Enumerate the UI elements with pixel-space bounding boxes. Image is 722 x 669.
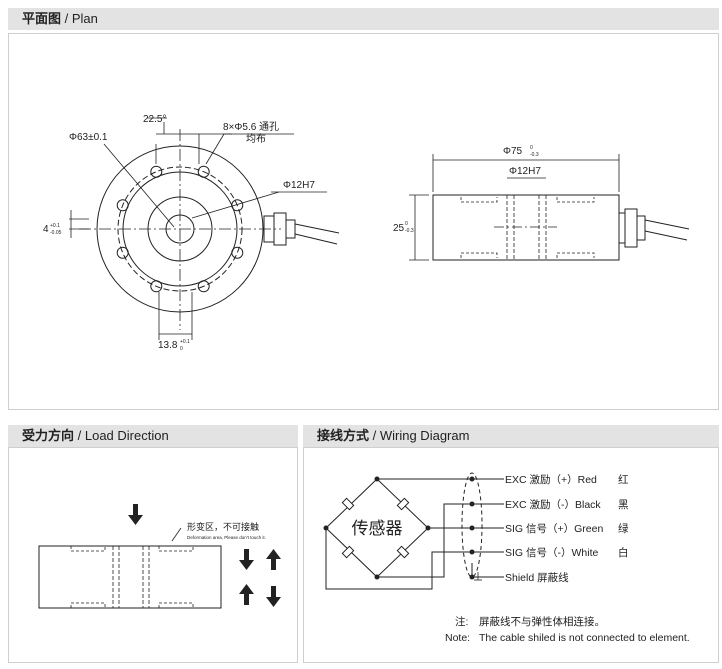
plan-header: 平面图 / Plan — [8, 8, 719, 30]
dim-angle: 22.5° — [143, 114, 166, 125]
sensor-label: 传感器 — [352, 519, 403, 539]
note-cn: 屏蔽线不与弹性体相连接。 — [479, 615, 605, 628]
wiring-title-cn: 接线方式 — [317, 428, 370, 443]
wire-color-4: 白 — [618, 546, 629, 559]
wire-label-5: Shield 屏蔽线 — [505, 571, 569, 584]
dim-side-dia: Φ75 — [503, 146, 523, 157]
plan-title-cn: 平面图 — [22, 11, 62, 26]
dim-outer-dia: Φ63±0.1 — [69, 132, 108, 143]
front-view — [69, 117, 340, 340]
arrow-down-icon — [266, 586, 281, 607]
plan-panel: Φ63±0.1 22.5° 8×Φ5.6 通孔 均布 Φ12H7 4 +0.1 … — [8, 33, 719, 410]
note-cn-label: 注: — [455, 615, 468, 628]
dim-bore: Φ12H7 — [283, 180, 315, 191]
wire-label-2: EXC 激励（-）Black — [505, 498, 601, 511]
wiring-panel: 传感器 EXC 激励（+）Red 红 EXC 激励（-）Black 黑 SIG … — [303, 447, 719, 663]
load-note-en: Deformation area, Please don't touch it. — [187, 535, 266, 540]
dim-holes-note: 均布 — [246, 133, 266, 145]
load-arrows — [128, 504, 281, 607]
load-title-cn: 受力方向 — [22, 428, 75, 443]
load-note-cn: 形变区，不可接触 — [187, 521, 259, 532]
wire-color-3: 绿 — [618, 522, 629, 535]
load-header: 受力方向 / Load Direction — [8, 425, 298, 447]
wiring-title-en: Wiring Diagram — [379, 428, 470, 443]
dim-holes: 8×Φ5.6 通孔 — [223, 121, 279, 133]
wire-label-3: SIG 信号（+）Green — [505, 523, 603, 535]
wire-color-2: 黑 — [618, 499, 629, 511]
bolt-holes — [116, 165, 244, 293]
dim-bottom-tol-upper: +0.1 — [180, 339, 190, 345]
wire-color-1: 红 — [618, 473, 629, 486]
wiring-header: 接线方式 / Wiring Diagram — [303, 425, 719, 447]
dim-height-tol-lower: -0.3 — [405, 228, 414, 234]
note-en: The cable shiled is not connected to ele… — [479, 632, 690, 644]
wire-label-4: SIG 信号（-）White — [505, 547, 599, 559]
arrow-up-icon — [239, 584, 254, 605]
dim-side-dia-tol-lower: -0.3 — [530, 152, 539, 158]
wiring-drawing: 传感器 EXC 激励（+）Red 红 EXC 激励（-）Black 黑 SIG … — [323, 472, 690, 644]
wire-sig-minus — [325, 528, 504, 590]
load-title-en: Load Direction — [84, 428, 169, 443]
plan-title-en: Plan — [71, 11, 98, 26]
dim-left-tol-lower: -0.05 — [50, 230, 62, 236]
side-body — [432, 194, 620, 261]
plan-drawing: Φ63±0.1 22.5° 8×Φ5.6 通孔 均布 Φ12H7 4 +0.1 … — [43, 114, 690, 352]
bridge-nodes — [323, 476, 475, 580]
dim-side-bore: Φ12H7 — [509, 166, 541, 177]
arrow-down-icon — [239, 549, 254, 570]
dim-side-dia-tol-upper: 0 — [530, 145, 533, 151]
wire-label-1: EXC 激励（+）Red — [505, 473, 597, 486]
wire-exc-minus — [377, 503, 504, 578]
shield-ellipse — [461, 472, 483, 578]
load-body — [38, 545, 222, 609]
load-drawing: 形变区，不可接触 Deformation area, Please don't … — [38, 504, 281, 609]
dim-left: 4 — [43, 224, 49, 235]
dim-height-tol-upper: 0 — [405, 221, 408, 227]
dim-bottom-tol-lower: 0 — [180, 346, 183, 352]
dim-bottom: 13.8 — [158, 340, 178, 351]
dim-left-tol-upper: +0.1 — [50, 223, 60, 229]
dim-height: 25 — [393, 223, 405, 234]
side-view — [409, 154, 690, 261]
arrow-down-icon — [128, 504, 143, 525]
load-panel: 形变区，不可接触 Deformation area, Please don't … — [8, 447, 298, 663]
arrow-up-icon — [266, 549, 281, 570]
bridge-resistors — [341, 497, 410, 559]
note-en-label: Note: — [445, 632, 470, 644]
